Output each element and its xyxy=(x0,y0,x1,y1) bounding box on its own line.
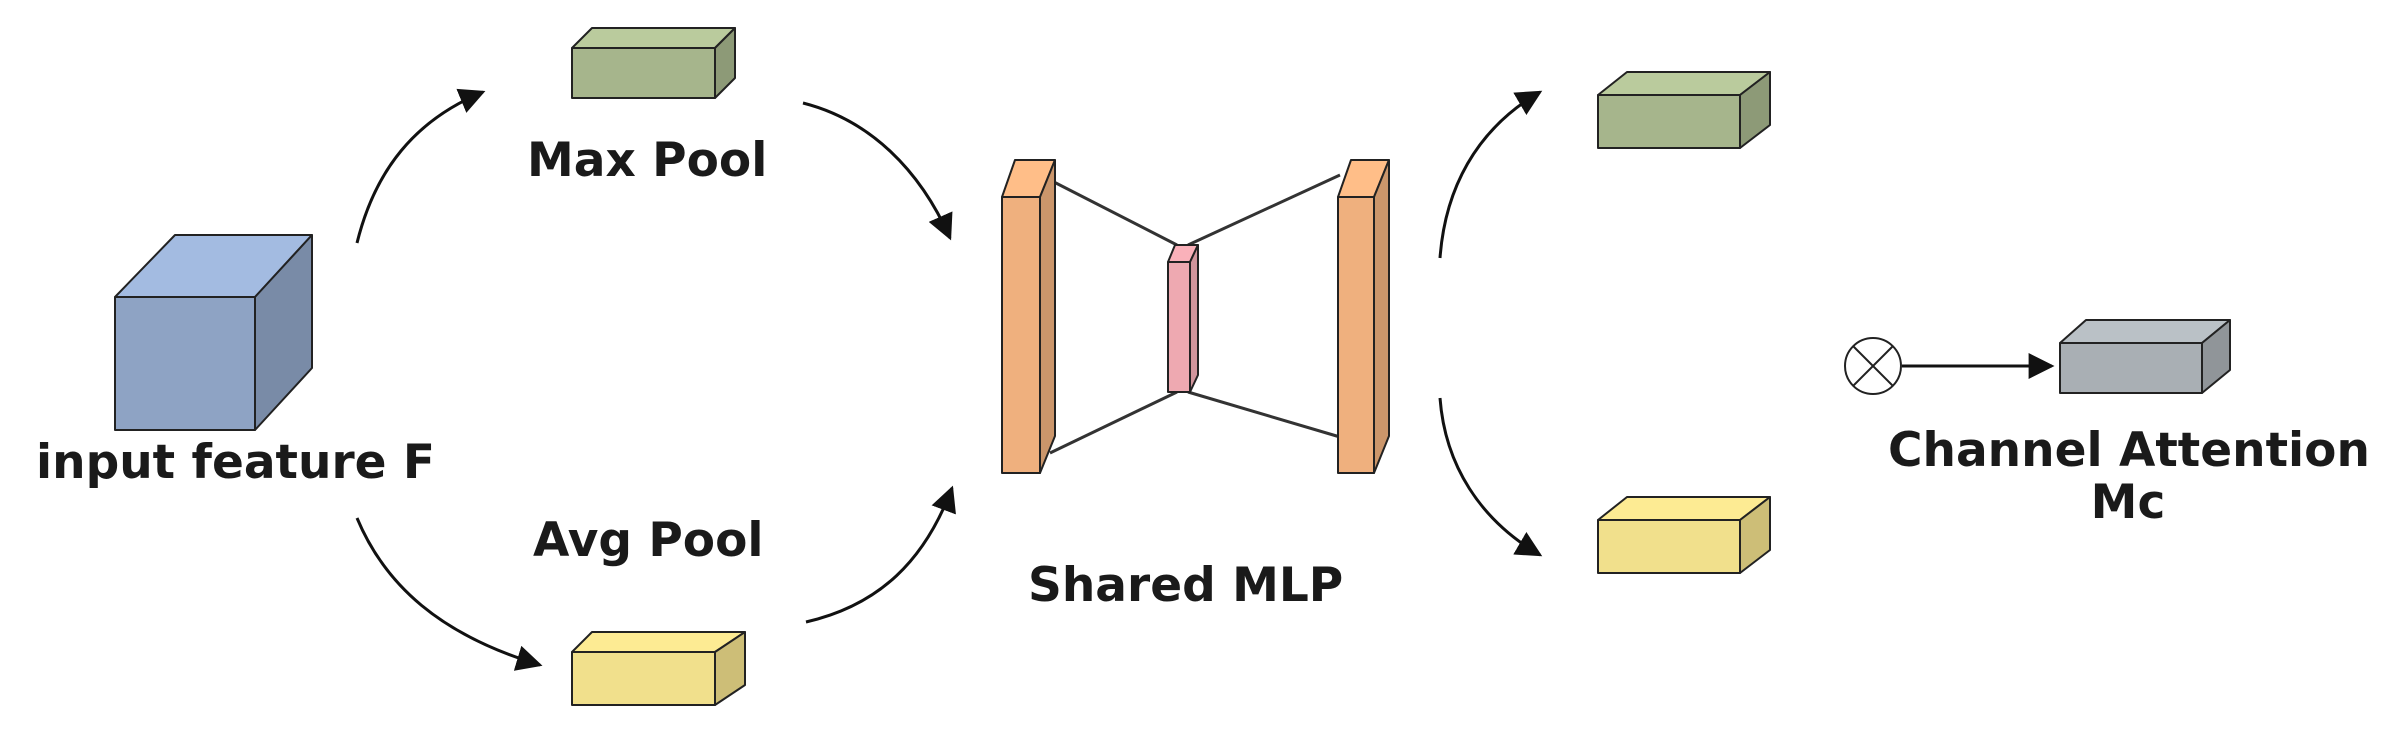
max-pool-block xyxy=(571,27,736,99)
mlp-input-layer xyxy=(1001,159,1056,474)
channel-attention-label: Channel Attention Mc xyxy=(1888,423,2370,530)
mlp-line-right-top xyxy=(1187,173,1341,247)
attention-front xyxy=(2059,342,2203,394)
mlp-hidden-side xyxy=(1189,244,1199,393)
mlp-output-side xyxy=(1373,159,1390,474)
attention-top xyxy=(2059,319,2231,344)
mlp-hidden-front xyxy=(1167,261,1191,393)
mlp-line-left-bottom xyxy=(1049,390,1178,455)
max-pool-front xyxy=(571,47,716,99)
arrow-input-to-avg-pool xyxy=(355,517,543,671)
max-pool-side xyxy=(714,27,736,99)
input-feature-cube xyxy=(114,234,313,431)
max-output-side xyxy=(1739,71,1771,149)
arrow-avg-pool-to-mlp xyxy=(805,485,956,624)
circled-times-icon xyxy=(1844,337,1902,395)
max-pool-label: Max Pool xyxy=(527,133,768,188)
max-pool-top xyxy=(571,27,736,49)
max-output-front xyxy=(1597,94,1741,149)
mlp-input-front xyxy=(1001,196,1041,474)
input-cube-front xyxy=(114,296,256,431)
mlp-output-layer xyxy=(1337,159,1390,474)
mlp-connections xyxy=(1049,173,1341,455)
mlp-input-side xyxy=(1039,159,1056,474)
mlp-output-front xyxy=(1337,196,1375,474)
arrow-mlp-to-max-output xyxy=(1438,90,1543,259)
avg-pool-output-block xyxy=(1597,496,1771,574)
channel-attention-block xyxy=(2059,319,2231,394)
arrow-input-to-max-pool xyxy=(355,88,486,244)
arrow-max-pool-to-mlp xyxy=(802,101,953,241)
avg-output-side xyxy=(1739,496,1771,574)
mlp-hidden-layer xyxy=(1167,244,1199,393)
channel-attention-line1: Channel Attention xyxy=(1888,423,2370,478)
avg-output-front xyxy=(1597,519,1741,574)
attention-side xyxy=(2201,319,2231,394)
avg-pool-block xyxy=(571,631,746,706)
avg-pool-side xyxy=(714,631,746,706)
mlp-line-right-bottom xyxy=(1187,390,1341,439)
max-pool-output-block xyxy=(1597,71,1771,149)
arrow-mlp-to-avg-output xyxy=(1438,397,1543,557)
input-feature-label: input feature F xyxy=(36,435,435,490)
avg-pool-label: Avg Pool xyxy=(533,513,764,568)
shared-mlp-label: Shared MLP xyxy=(1028,558,1344,613)
channel-attention-line2: Mc xyxy=(2090,474,2166,530)
mlp-line-left-top xyxy=(1049,178,1178,247)
avg-pool-front xyxy=(571,651,716,706)
input-cube-side xyxy=(254,234,313,431)
